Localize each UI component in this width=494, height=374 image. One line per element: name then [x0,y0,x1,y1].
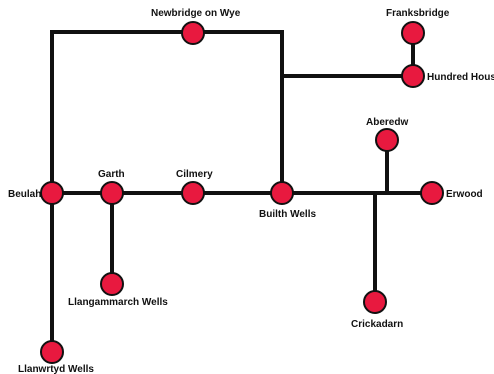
label-cilmery: Cilmery [176,169,213,180]
node-cilmery[interactable] [181,181,205,205]
label-crickadarn: Crickadarn [351,319,403,330]
label-llanwrtyd-wells: Llanwrtyd Wells [18,364,94,374]
nodes [40,21,444,364]
label-hundred-house: Hundred House [427,72,494,83]
label-newbridge-on-wye: Newbridge on Wye [151,8,241,19]
node-erwood[interactable] [420,181,444,205]
node-builth-wells[interactable] [270,181,294,205]
label-franksbridge: Franksbridge [386,8,450,19]
node-newbridge-on-wye[interactable] [181,21,205,45]
edge-beulah-newbridge-builth [50,30,284,195]
label-garth: Garth [98,169,125,180]
node-garth[interactable] [100,181,124,205]
node-llangammarch-wells[interactable] [100,272,124,296]
node-beulah[interactable] [40,181,64,205]
label-llangammarch-wells: Llangammarch Wells [68,297,168,308]
node-llanwrtyd-wells[interactable] [40,340,64,364]
label-builth-wells: Builth Wells [259,209,316,220]
node-aberedw[interactable] [375,128,399,152]
label-beulah: Beulah [8,189,41,200]
node-hundred-house[interactable] [401,64,425,88]
node-franksbridge[interactable] [401,21,425,45]
labels: Newbridge on Wye Franksbridge Hundred Ho… [8,8,494,374]
node-crickadarn[interactable] [363,290,387,314]
label-aberedw: Aberedw [366,117,408,128]
label-erwood: Erwood [446,189,483,200]
